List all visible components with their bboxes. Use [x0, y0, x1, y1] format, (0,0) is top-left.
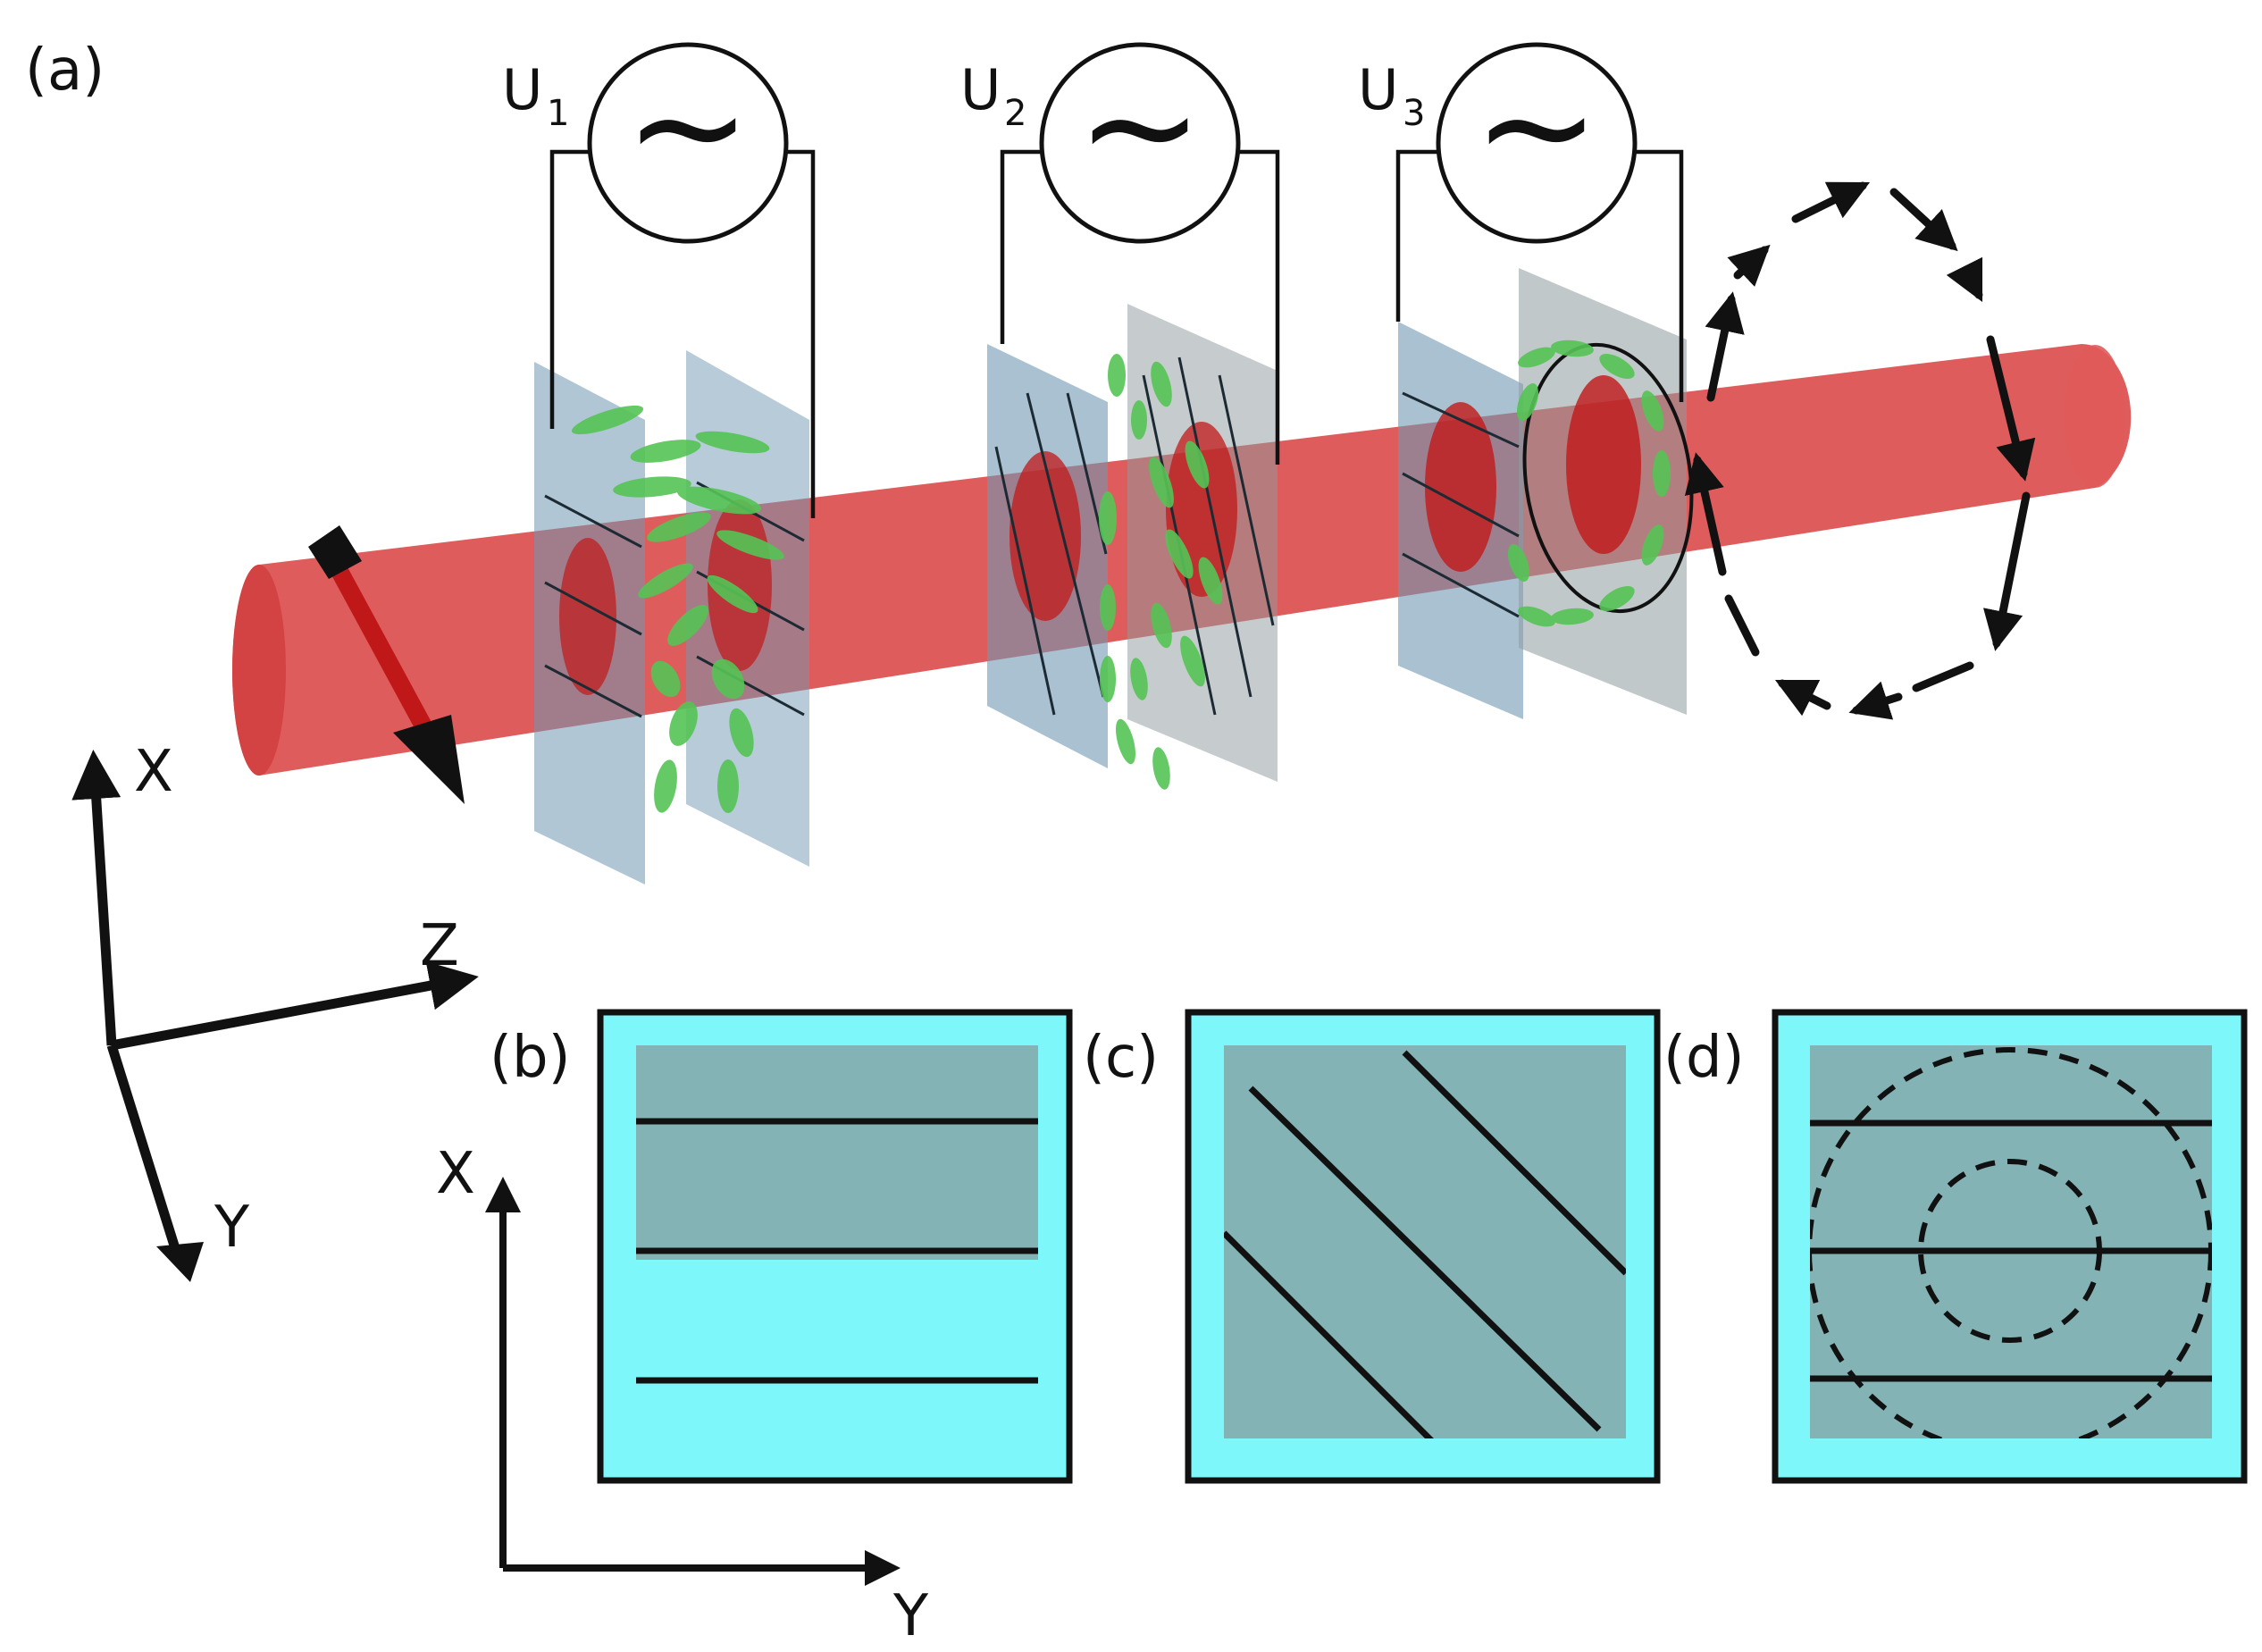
source-2-symbol: ~: [1077, 38, 1203, 215]
axis-2d-x-label: X: [436, 1141, 475, 1207]
source-3-subscript: 3: [1403, 93, 1425, 134]
source-1-symbol: ~: [624, 38, 751, 215]
source-1-subscript: 1: [547, 93, 569, 134]
panel-d-label: (d): [1663, 1025, 1745, 1091]
source-2-label: U: [960, 57, 1001, 122]
source-3-symbol: ~: [1473, 38, 1600, 215]
axis-3d-x-label: X: [134, 739, 173, 805]
cell-2-electrodes: [994, 356, 1275, 716]
lc-cell-2: [987, 304, 1278, 790]
axes-2d: X Y: [436, 1141, 929, 1649]
panel-c-electrode-lines: [1224, 1050, 1626, 1438]
axes-3d: X Z Y: [71, 739, 479, 1282]
output-polarization-loop: [1684, 181, 2036, 720]
panel-c: (c): [1083, 1009, 1661, 1484]
cell-1-lc-molecules: [571, 405, 784, 813]
panel-c-label: (c): [1083, 1025, 1159, 1091]
lc-cell-1: [534, 350, 809, 885]
panel-b: (b): [490, 1009, 1073, 1484]
panel-a-label: (a): [25, 38, 105, 104]
axis-2d-y-label: Y: [892, 1583, 929, 1649]
source-1-label: U: [502, 57, 542, 122]
panel-d-electrode-circles: [1810, 1047, 2212, 1438]
panel-a: (a): [25, 38, 2132, 1282]
axis-3d-z-label: Z: [420, 913, 459, 979]
panel-b-electrode-lines: [636, 1118, 1038, 1384]
cell-2-lc-molecules: [1099, 354, 1223, 790]
source-3-label: U: [1358, 57, 1398, 122]
source-2-subscript: 2: [1004, 93, 1026, 134]
voltage-source-3: ~ U 3: [1358, 38, 1684, 402]
cell-3-lc-molecules: [1507, 340, 1671, 627]
panel-d-electrode-lines: [1810, 1120, 2212, 1382]
lc-cell-3: [1398, 268, 1694, 719]
axis-3d-y-label: Y: [214, 1195, 250, 1261]
input-polarization-arrow: [308, 525, 465, 804]
voltage-source-1: ~ U 1: [502, 38, 816, 518]
voltage-source-2: ~ U 2: [960, 38, 1280, 465]
cell-3-electrodes: [1402, 391, 1520, 618]
panel-d: (d): [1663, 1009, 2248, 1484]
panel-b-label: (b): [490, 1025, 571, 1091]
